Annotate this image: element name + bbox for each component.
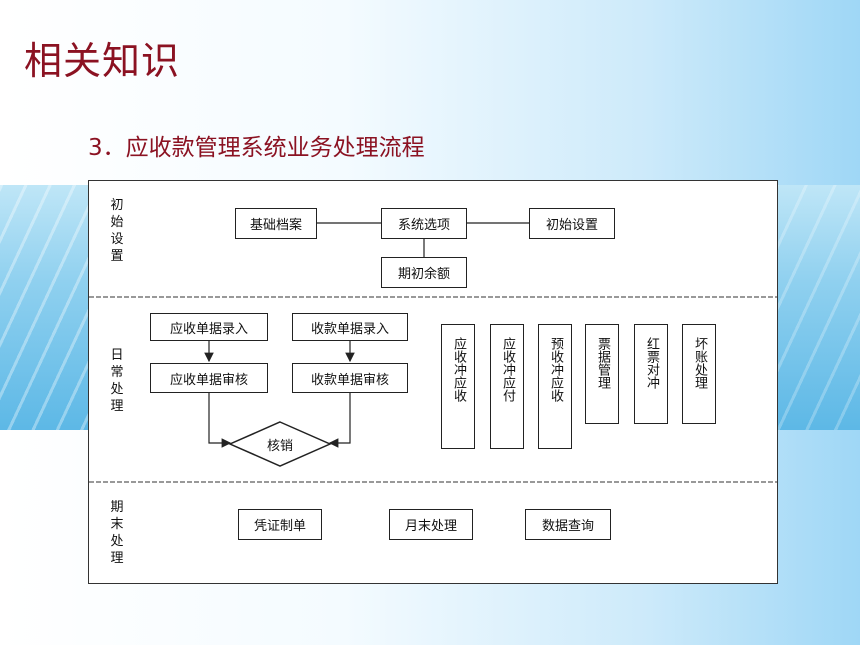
vbox-bill-management: 票据管理 bbox=[585, 324, 619, 424]
background-stripes-left bbox=[0, 185, 90, 430]
section-label-period: 期末处理 bbox=[110, 500, 124, 566]
background-stripes-right bbox=[776, 185, 860, 430]
box-month-end: 月末处理 bbox=[389, 509, 473, 540]
flow-diagram: 初始设置 日常处理 期末处理 基础档案 系统选项 初始设置 期初余额 应收单据录… bbox=[88, 180, 778, 584]
arrow-rc-audit-verify bbox=[328, 393, 351, 448]
vbox-bad-debt: 坏账处理 bbox=[682, 324, 716, 424]
box-data-query: 数据查询 bbox=[525, 509, 611, 540]
box-initial-settings: 初始设置 bbox=[529, 208, 615, 239]
vbox-red-invoice-offset: 红票对冲 bbox=[634, 324, 668, 424]
box-voucher: 凭证制单 bbox=[238, 509, 322, 540]
section-label-daily: 日常处理 bbox=[110, 348, 124, 414]
box-rc-entry: 收款单据录入 bbox=[292, 313, 408, 341]
diagram-connectors bbox=[89, 222, 777, 483]
box-basic-archive: 基础档案 bbox=[235, 208, 317, 239]
vbox-ar-offset-ar: 应收冲应收 bbox=[441, 324, 475, 449]
verify-diamond bbox=[228, 421, 332, 467]
box-system-options: 系统选项 bbox=[381, 208, 467, 239]
box-ar-entry: 应收单据录入 bbox=[150, 313, 268, 341]
arrow-ar-audit-verify bbox=[208, 393, 232, 448]
page-subtitle: 3．应收款管理系统业务处理流程 bbox=[88, 135, 425, 161]
box-rc-audit: 收款单据审核 bbox=[292, 363, 408, 393]
box-opening-balance: 期初余额 bbox=[381, 257, 467, 288]
section-label-init: 初始设置 bbox=[110, 198, 124, 264]
page-title: 相关知识 bbox=[24, 39, 181, 83]
vbox-advance-offset-ar: 预收冲应收 bbox=[538, 324, 572, 449]
vbox-ar-offset-ap: 应收冲应付 bbox=[490, 324, 524, 449]
box-ar-audit: 应收单据审核 bbox=[150, 363, 268, 393]
verify-label: 核销 bbox=[266, 438, 293, 454]
